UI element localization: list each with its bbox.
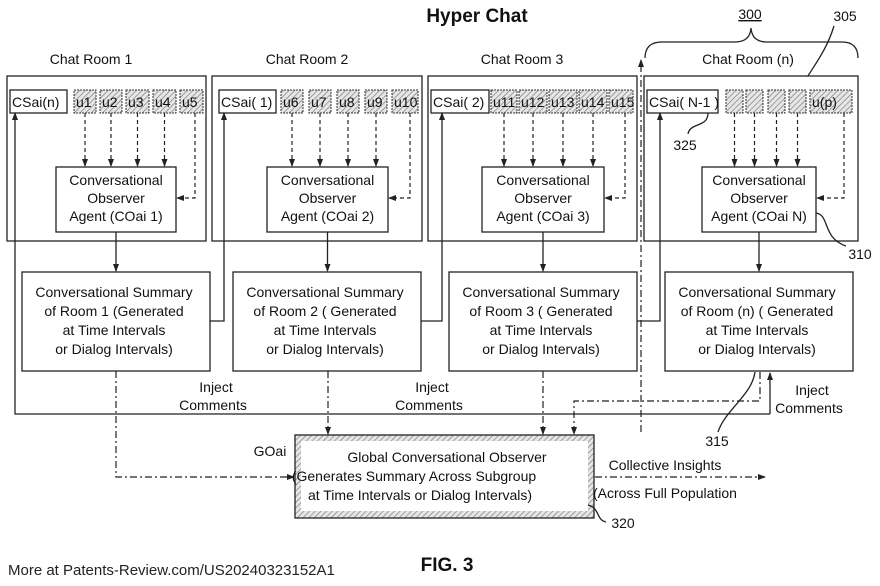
user-label: u12 <box>521 94 545 110</box>
user-label: u8 <box>339 94 355 110</box>
user-label: u6 <box>283 94 299 110</box>
collective-insights-label: Collective Insights <box>609 457 722 473</box>
chat-room-label: Chat Room (n) <box>702 51 794 67</box>
summary-text: Conversational Summary <box>35 284 192 300</box>
user-label: u2 <box>102 94 118 110</box>
coai-text: Agent (COai 2) <box>281 208 374 224</box>
leader-315 <box>718 372 755 432</box>
diagram-title: Hyper Chat <box>426 6 528 27</box>
user-label: u13 <box>551 94 575 110</box>
coai-text: Agent (COai 3) <box>496 208 589 224</box>
summary-text: or Dialog Intervals) <box>698 341 816 357</box>
user-label: u(p) <box>812 94 837 110</box>
summary-text: or Dialog Intervals) <box>266 341 384 357</box>
chat-room-label: Chat Room 1 <box>50 51 133 67</box>
summary-text: Conversational Summary <box>678 284 835 300</box>
summary-text: of Room (n) ( Generated <box>681 303 834 319</box>
user-label: u10 <box>394 94 418 110</box>
coai-text: Conversational <box>712 172 805 188</box>
collective-insights-sublabel: (Across Full Population <box>593 485 737 501</box>
goai-line-2: (Generates Summary Across Subgroup <box>292 468 537 484</box>
summary-text: of Room 1 (Generated <box>44 303 183 319</box>
user-label: u1 <box>76 94 92 110</box>
user-label: u9 <box>367 94 383 110</box>
user-label: u3 <box>128 94 144 110</box>
ref-315: 315 <box>705 433 729 449</box>
inject-label-n: Inject <box>795 382 829 398</box>
summary-text: at Time Intervals <box>274 322 377 338</box>
inject-label-2b: Comments <box>395 397 463 413</box>
chat-room-1: Chat Room 1 CSai(n) u1 u2 u3 u4 u5Conversation… <box>7 51 210 371</box>
goai-line-1: Global Conversational Observer <box>347 449 547 465</box>
coai-text: Conversational <box>69 172 162 188</box>
summary-text: or Dialog Intervals) <box>482 341 600 357</box>
summary-text: Conversational Summary <box>246 284 403 300</box>
summary-text: at Time Intervals <box>706 322 809 338</box>
user-label: u5 <box>182 94 198 110</box>
user-box <box>746 90 763 113</box>
goai-line-3: at Time Intervals or Dialog Intervals) <box>308 487 532 503</box>
summary-text: Conversational Summary <box>462 284 619 300</box>
summary-text: at Time Intervals <box>490 322 593 338</box>
ref-305: 305 <box>833 8 857 24</box>
chat-room-label: Chat Room 2 <box>266 51 349 67</box>
csai-label: CSai(n) <box>12 94 59 110</box>
ref-320: 320 <box>611 515 635 531</box>
user-label: u14 <box>581 94 605 110</box>
summary-text: or Dialog Intervals) <box>55 341 173 357</box>
coai-text: Conversational <box>496 172 589 188</box>
csai-label: CSai( N-1 ) <box>649 94 719 110</box>
user-box <box>768 90 785 113</box>
coai-text: Observer <box>299 190 357 206</box>
coai-text: Agent (COai N) <box>711 208 807 224</box>
coai-text: Observer <box>730 190 788 206</box>
summary-text: of Room 3 ( Generated <box>469 303 612 319</box>
chat-room-3: Chat Room 3 CSai( 2) u11 u12 u13 u14 u15Conver… <box>428 51 637 371</box>
summary-text: of Room 2 ( Generated <box>253 303 396 319</box>
csai-label: CSai( 1) <box>221 94 272 110</box>
user-label: u15 <box>611 94 635 110</box>
inject-label-nb: Comments <box>775 400 843 416</box>
user-label: u11 <box>493 94 516 110</box>
footer-link[interactable]: More at Patents-Review.com/US20240323152… <box>8 562 335 579</box>
coai-text: Conversational <box>281 172 374 188</box>
inject-label-2: Inject <box>415 379 449 395</box>
ref-310: 310 <box>848 246 872 262</box>
flow-sn-to-goai <box>574 372 760 434</box>
coai-text: Observer <box>87 190 145 206</box>
csai-label: CSai( 2) <box>433 94 484 110</box>
chat-room-4: Chat Room (n) CSai( N-1 ) u(p) Conversation… <box>644 51 858 371</box>
user-box <box>789 90 806 113</box>
chat-room-2: Chat Room 2 CSai( 1) u6 u7 u8 u9 u10Conversati… <box>212 51 422 371</box>
goai-label: GOai <box>254 443 287 459</box>
chat-room-label: Chat Room 3 <box>481 51 564 67</box>
ref-300: 300 <box>738 6 762 22</box>
user-label: u7 <box>311 94 327 110</box>
inject-label-1: Inject <box>199 379 233 395</box>
user-box <box>726 90 743 113</box>
coai-text: Agent (COai 1) <box>69 208 162 224</box>
user-label: u4 <box>155 94 171 110</box>
inject-label-1b: Comments <box>179 397 247 413</box>
coai-text: Observer <box>514 190 572 206</box>
summary-text: at Time Intervals <box>63 322 166 338</box>
figure-label: FIG. 3 <box>421 555 474 576</box>
ref-325: 325 <box>673 137 697 153</box>
